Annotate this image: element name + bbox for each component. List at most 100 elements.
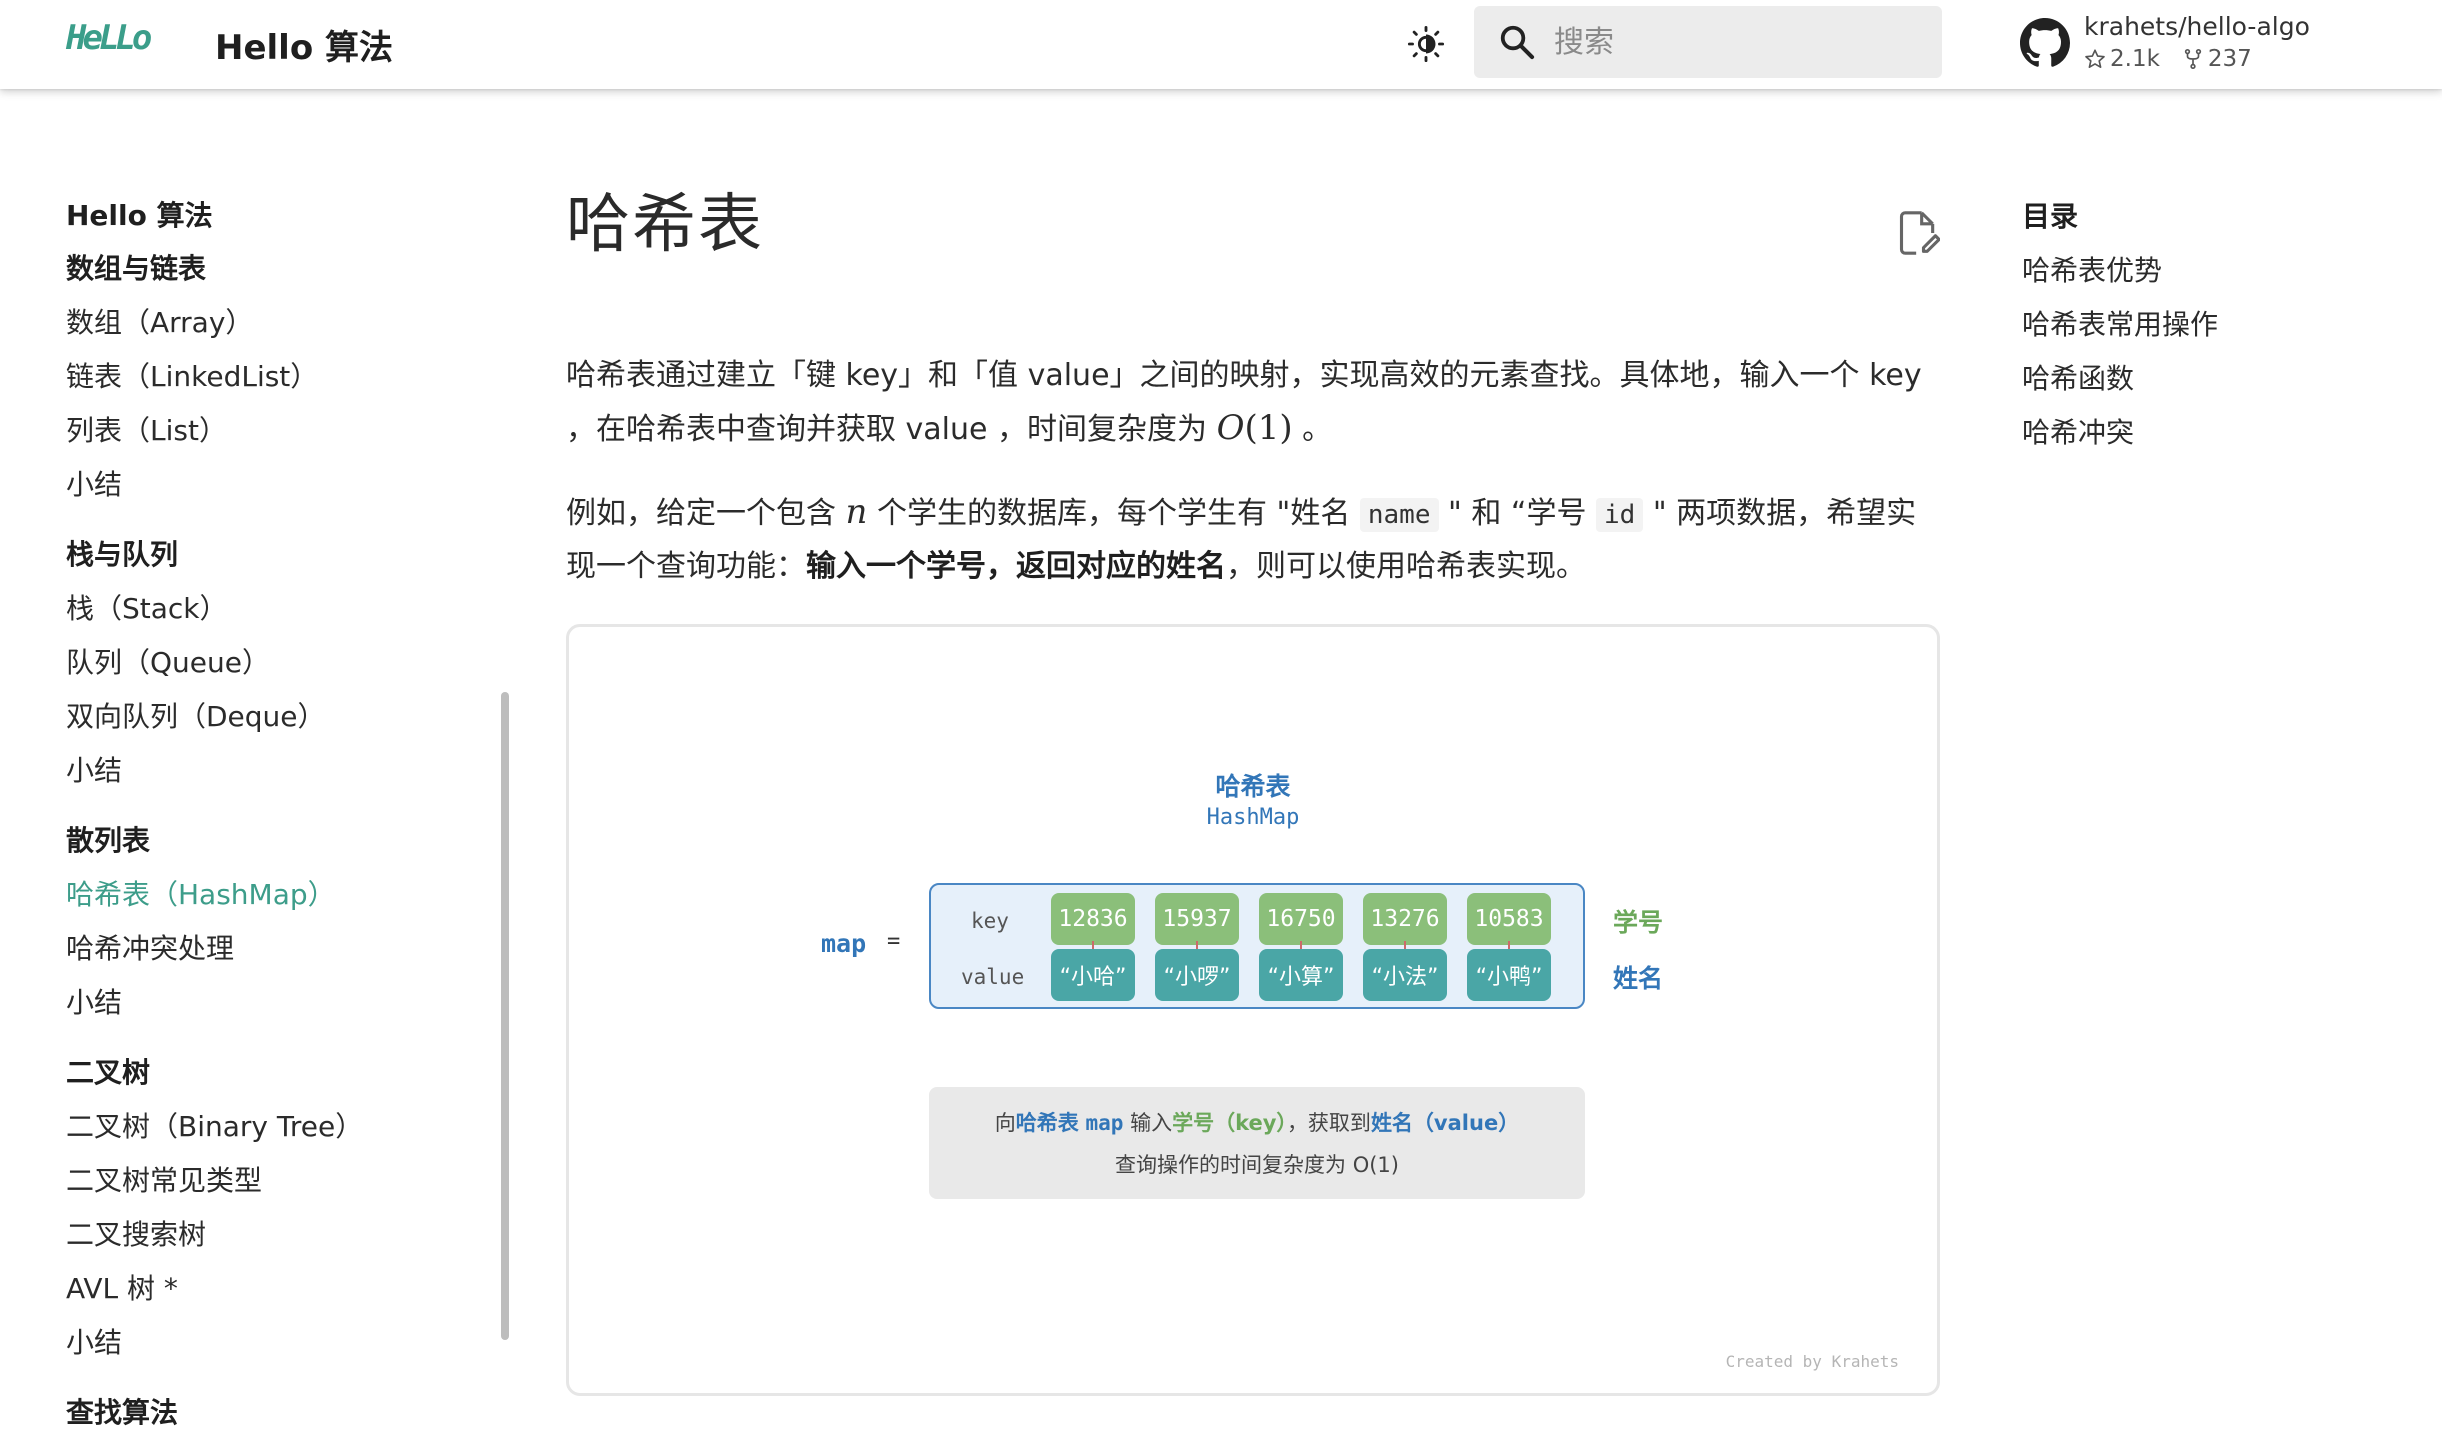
description-line-2: 查询操作的时间复杂度为 O(1) xyxy=(1115,1153,1399,1177)
nav-item-hash-collision[interactable]: 哈希冲突处理 xyxy=(66,932,235,965)
key-row-label: key xyxy=(971,909,1009,933)
github-icon xyxy=(2020,18,2070,67)
toc-title: 目录 xyxy=(2022,200,2079,233)
nav-item-stack[interactable]: 栈（Stack） xyxy=(66,592,228,625)
math-big-o-args: (1) xyxy=(1244,408,1293,448)
nav-item-summary[interactable]: 小结 xyxy=(66,1326,123,1359)
para2-text-5: ，则可以使用哈希表实现。 xyxy=(1226,549,1586,584)
nav-item-bst[interactable]: 二叉搜索树 xyxy=(66,1218,207,1251)
para2-bold: 输入一个学号，返回对应的姓名 xyxy=(806,549,1226,584)
nav-item-linkedlist[interactable]: 链表（LinkedList） xyxy=(66,360,319,393)
nav-section-hash: 散列表 哈希表（HashMap） 哈希冲突处理 小结 xyxy=(66,814,496,1030)
search-box[interactable] xyxy=(1474,6,1942,78)
nav-item-summary[interactable]: 小结 xyxy=(66,986,123,1019)
left-navigation: Hello 算法 数组与链表 数组（Array） 链表（LinkedList） … xyxy=(66,190,496,1456)
value-cell: “小法” xyxy=(1363,949,1447,1001)
star-count: 2.1k xyxy=(2084,46,2160,72)
key-cell: 13276 xyxy=(1363,893,1447,945)
site-title[interactable]: Hello 算法 xyxy=(215,28,394,68)
math-big-o: O xyxy=(1216,408,1245,448)
desc-hashmap: 哈希表 xyxy=(1015,1111,1079,1135)
key-cell: 10583 xyxy=(1467,893,1551,945)
key-cell: 16750 xyxy=(1259,893,1343,945)
nav-section-binary-tree: 二叉树 二叉树（Binary Tree） 二叉树常见类型 二叉搜索树 AVL 树… xyxy=(66,1046,496,1370)
site-logo[interactable]: HeLLo xyxy=(66,18,152,58)
table-of-contents: 目录 哈希表优势 哈希表常用操作 哈希函数 哈希冲突 xyxy=(2022,190,2402,460)
student-id-label: 学号 xyxy=(1613,908,1664,937)
nav-section-search: 查找算法 xyxy=(66,1386,496,1440)
nav-item-list[interactable]: 列表（List） xyxy=(66,414,227,447)
fork-count: 237 xyxy=(2182,46,2252,72)
brightness-icon xyxy=(1407,25,1445,63)
toc-item-hash-collision[interactable]: 哈希冲突 xyxy=(2022,416,2135,449)
figure-subtitle: HashMap xyxy=(1206,805,1300,830)
nav-item-avl-tree[interactable]: AVL 树 * xyxy=(66,1272,178,1305)
para2-text-2: 个学生的数据库，每个学生有 "姓名 xyxy=(867,496,1360,531)
edit-page-button[interactable] xyxy=(1896,208,1941,258)
value-cell: “小哈” xyxy=(1051,949,1135,1001)
map-equals: = xyxy=(887,929,901,954)
hashmap-figure: 哈希表 HashMap map = key value 12836 15937 … xyxy=(566,624,1940,1396)
nav-item-binary-tree[interactable]: 二叉树（Binary Tree） xyxy=(66,1110,364,1143)
nav-item-binary-tree-types[interactable]: 二叉树常见类型 xyxy=(66,1164,263,1197)
para1-text-1: 哈希表通过建立「键 key」和「值 value」之间的映射，实现高效的元素查找。… xyxy=(566,358,1922,447)
desc-value: 姓名（value） xyxy=(1370,1111,1520,1135)
map-label: map xyxy=(821,929,867,958)
toc-item-hash-function[interactable]: 哈希函数 xyxy=(2022,362,2135,395)
desc-map: map xyxy=(1085,1111,1124,1135)
desc-text: 输入 xyxy=(1130,1111,1173,1135)
nav-item-summary[interactable]: 小结 xyxy=(66,468,123,501)
para2-text-3: " 和 “学号 xyxy=(1438,496,1596,531)
desc-text: 向 xyxy=(994,1111,1016,1135)
search-icon xyxy=(1496,21,1538,63)
toc-item-advantages[interactable]: 哈希表优势 xyxy=(2022,254,2163,287)
para1-text-2: 。 xyxy=(1292,412,1333,447)
page-title: 哈希表 xyxy=(566,188,764,262)
top-header: HeLLo Hello 算法 krahets/hello-algo xyxy=(0,0,2442,89)
figure-credit: Created by Krahets xyxy=(1725,1352,1899,1371)
math-n: n xyxy=(845,492,868,532)
nav-scrollbar[interactable] xyxy=(501,692,509,1340)
desc-key: 学号（key） xyxy=(1172,1111,1287,1135)
fork-icon xyxy=(2184,49,2202,69)
nav-section-stack-queue: 栈与队列 栈（Stack） 队列（Queue） 双向队列（Deque） 小结 xyxy=(66,528,496,798)
nav-item-summary[interactable]: 小结 xyxy=(66,754,123,787)
nav-section-title[interactable]: 数组与链表 xyxy=(66,252,207,285)
nav-item-deque[interactable]: 双向队列（Deque） xyxy=(66,700,326,733)
nav-section-title[interactable]: 二叉树 xyxy=(66,1056,151,1089)
nav-item-array[interactable]: 数组（Array） xyxy=(66,306,254,339)
edit-icon xyxy=(1899,211,1941,255)
figure-description: 向哈希表 map 输入学号（key），获取到姓名（value） 查询操作的时间复… xyxy=(929,1087,1585,1199)
nav-section-arrays: 数组与链表 数组（Array） 链表（LinkedList） 列表（List） … xyxy=(66,242,496,512)
repo-name: krahets/hello-algo xyxy=(2084,12,2310,41)
nav-section-title[interactable]: 散列表 xyxy=(66,824,151,857)
toc-item-operations[interactable]: 哈希表常用操作 xyxy=(2022,308,2219,341)
nav-item-queue[interactable]: 队列（Queue） xyxy=(66,646,270,679)
repo-stats: 2.1k 237 xyxy=(2084,46,2252,72)
value-cell: “小鸭” xyxy=(1467,949,1551,1001)
intro-paragraph: 哈希表通过建立「键 key」和「值 value」之间的映射，实现高效的元素查找。… xyxy=(566,350,1942,456)
main-content: 哈希表 哈希表通过建立「键 key」和「值 value」之间的映射，实现高效的元… xyxy=(566,180,1942,1396)
star-icon xyxy=(2085,49,2105,68)
value-cell: “小啰” xyxy=(1155,949,1239,1001)
forks-value: 237 xyxy=(2207,46,2252,72)
nav-item-hashmap[interactable]: 哈希表（HashMap） xyxy=(66,878,336,911)
code-id: id xyxy=(1596,498,1644,532)
stars-value: 2.1k xyxy=(2110,46,2160,72)
figure-title: 哈希表 xyxy=(1215,772,1291,801)
github-repo-link[interactable]: krahets/hello-algo 2.1k 237 xyxy=(2020,8,2400,78)
nav-section-title[interactable]: 查找算法 xyxy=(66,1396,179,1429)
example-paragraph: 例如，给定一个包含 n 个学生的数据库，每个学生有 "姓名 name " 和 “… xyxy=(566,486,1942,593)
value-row-label: value xyxy=(961,965,1025,989)
description-line-1: 向哈希表 map 输入学号（key），获取到姓名（value） xyxy=(929,1107,1585,1137)
theme-toggle-button[interactable] xyxy=(1404,22,1448,66)
nav-top-title[interactable]: Hello 算法 xyxy=(66,199,213,232)
value-cell: “小算” xyxy=(1259,949,1343,1001)
nav-section-title[interactable]: 栈与队列 xyxy=(66,538,179,571)
para2-text-1: 例如，给定一个包含 xyxy=(566,496,846,531)
search-input[interactable] xyxy=(1554,24,1914,60)
key-cell: 15937 xyxy=(1155,893,1239,945)
map-box: key value 12836 15937 16750 13276 10583 … xyxy=(929,883,1585,1009)
code-name: name xyxy=(1359,498,1439,532)
key-cell: 12836 xyxy=(1051,893,1135,945)
